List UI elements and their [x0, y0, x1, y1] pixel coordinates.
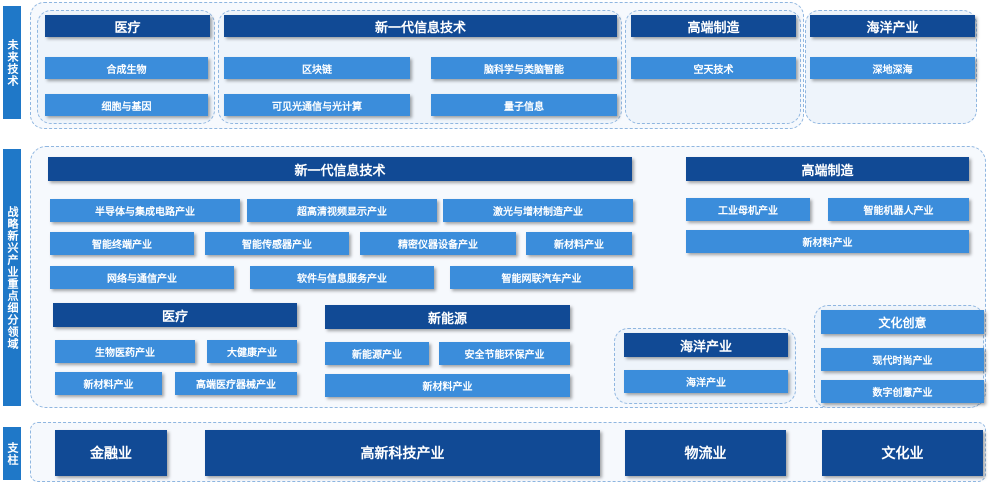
future-medical-item: 细胞与基因 [45, 94, 208, 116]
pillar-item: 高新科技产业 [205, 430, 600, 476]
strategic-energy-header: 新能源 [325, 305, 570, 329]
future-it-item: 可见光通信与光计算 [224, 94, 410, 116]
future-ocean-item: 深地深海 [810, 57, 975, 79]
future-manufacturing-header: 高端制造 [631, 15, 796, 37]
strategic-it-header: 新一代信息技术 [48, 157, 632, 181]
future-it-header: 新一代信息技术 [224, 15, 617, 37]
strategic-energy-item: 安全节能环保产业 [439, 342, 570, 365]
future-manufacturing-item: 空天技术 [631, 57, 796, 79]
strategic-medical-item: 高端医疗器械产业 [175, 372, 297, 395]
strategic-manufacturing-header: 高端制造 [686, 157, 969, 181]
strategic-culture-item: 现代时尚产业 [821, 348, 984, 371]
strategic-manufacturing-item: 工业母机产业 [686, 198, 810, 221]
side-label-future: 未来技术 [3, 6, 21, 119]
strategic-ocean-header: 海洋产业 [624, 333, 788, 357]
strategic-it-item: 智能终端产业 [50, 232, 194, 255]
future-it-item: 区块链 [224, 57, 410, 79]
future-medical-item: 合成生物 [45, 57, 208, 79]
strategic-culture-item: 数字创意产业 [821, 380, 984, 403]
strategic-it-item: 智能传感器产业 [205, 232, 349, 255]
strategic-it-item: 激光与增材制造产业 [443, 199, 633, 222]
strategic-culture-header: 文化创意 [821, 310, 984, 334]
strategic-medical-header: 医疗 [53, 303, 297, 327]
strategic-it-item: 半导体与集成电路产业 [50, 199, 240, 222]
strategic-medical-item: 大健康产业 [207, 340, 297, 363]
side-label-pillar: 支柱 [3, 427, 21, 480]
strategic-medical-item: 生物医药产业 [55, 340, 195, 363]
strategic-energy-item: 新能源产业 [325, 342, 429, 365]
future-medical-header: 医疗 [45, 15, 210, 37]
side-label-strategic: 战略新兴产业重点细分领域 [3, 149, 21, 406]
pillar-item: 物流业 [625, 430, 786, 476]
future-it-item: 脑科学与类脑智能 [431, 57, 617, 79]
strategic-manufacturing-item: 智能机器人产业 [828, 198, 969, 221]
strategic-it-item: 网络与通信产业 [50, 266, 234, 289]
strategic-medical-item: 新材料产业 [55, 372, 162, 395]
future-ocean-header: 海洋产业 [810, 15, 975, 37]
pillar-item: 金融业 [55, 430, 167, 476]
strategic-it-item: 新材料产业 [526, 232, 632, 255]
strategic-it-item: 精密仪器设备产业 [360, 232, 516, 255]
strategic-ocean-item: 海洋产业 [624, 370, 788, 393]
strategic-it-item: 软件与信息服务产业 [250, 266, 434, 289]
strategic-it-item: 智能网联汽车产业 [450, 266, 633, 289]
pillar-item: 文化业 [822, 430, 983, 476]
strategic-manufacturing-item: 新材料产业 [686, 230, 969, 253]
strategic-it-item: 超高清视频显示产业 [247, 199, 437, 222]
strategic-energy-item: 新材料产业 [325, 374, 570, 397]
future-it-item: 量子信息 [431, 94, 617, 116]
